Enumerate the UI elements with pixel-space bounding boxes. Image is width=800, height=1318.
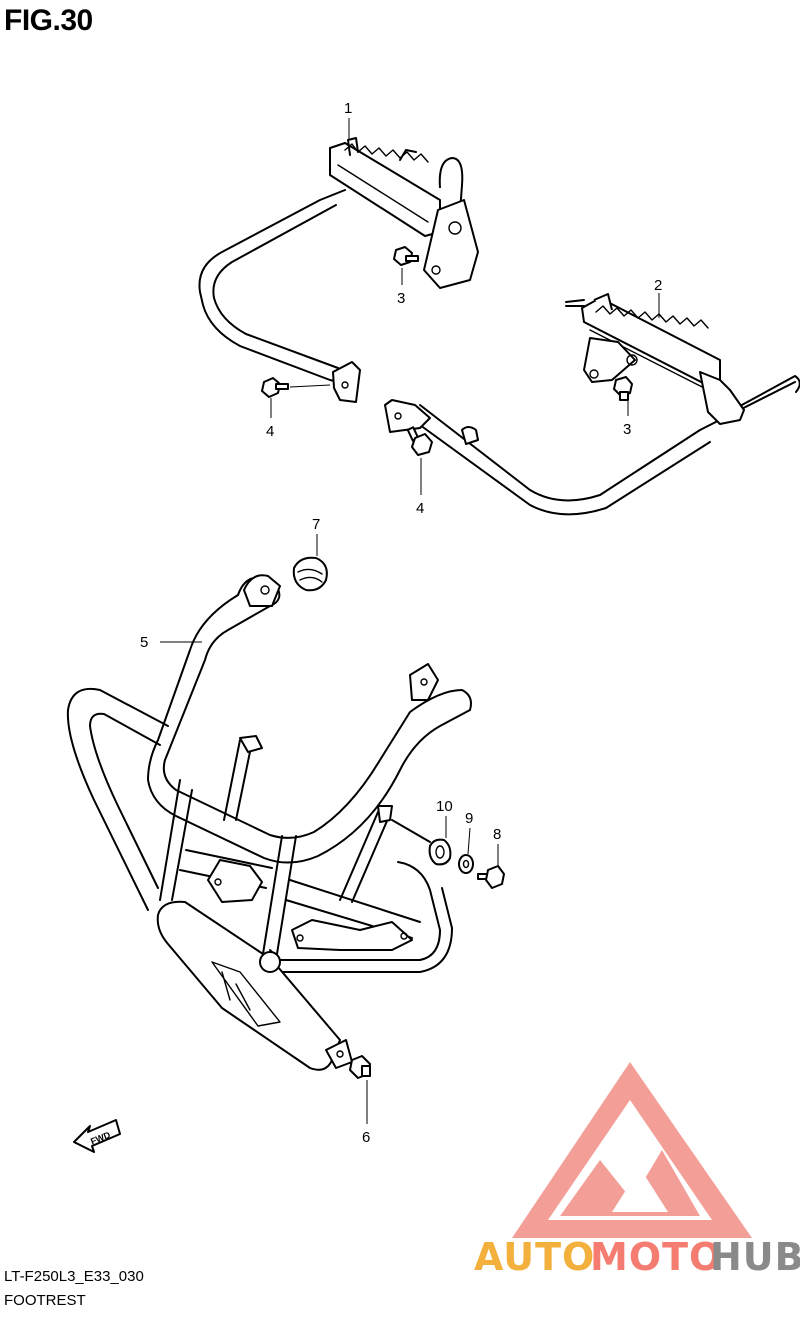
callout-10: 10 xyxy=(436,798,453,815)
callout-5: 5 xyxy=(140,634,148,651)
callout-4a: 4 xyxy=(266,423,274,440)
forward-direction-arrow: FWD xyxy=(73,1119,121,1153)
watermark-hub: HUB xyxy=(710,1235,800,1279)
figure-title: FIG.30 xyxy=(4,4,93,37)
callout-8: 8 xyxy=(493,826,501,843)
callout-9: 9 xyxy=(465,810,473,827)
bolt-4-right xyxy=(406,426,433,456)
leader-9 xyxy=(467,827,471,855)
callout-1: 1 xyxy=(344,100,352,117)
callout-4b: 4 xyxy=(416,500,424,517)
footrest-right-assembly xyxy=(384,293,800,516)
spacer-10 xyxy=(428,838,452,866)
automotohub-logo xyxy=(512,1062,752,1238)
cap-7 xyxy=(292,556,328,592)
callout-6: 6 xyxy=(362,1129,370,1146)
callout-7: 7 xyxy=(312,516,320,533)
bolt-3-right xyxy=(613,376,633,401)
figure-code: LT-F250L3_E33_030 xyxy=(4,1268,144,1285)
watermark-auto: AUTO xyxy=(474,1235,595,1279)
bolt-4-left xyxy=(261,377,289,398)
watermark-moto: MOTO xyxy=(590,1235,722,1279)
callout-3a: 3 xyxy=(397,290,405,307)
leader-4a-h xyxy=(289,384,331,388)
washer-9 xyxy=(458,854,474,874)
bolt-3-left xyxy=(393,246,419,266)
figure-name: FOOTREST xyxy=(4,1292,86,1309)
bolt-6 xyxy=(349,1055,371,1079)
front-bumper-guard xyxy=(66,574,472,1071)
callout-3b: 3 xyxy=(623,421,631,438)
footrest-left-assembly xyxy=(198,137,479,403)
bolt-8 xyxy=(477,865,505,889)
callout-2: 2 xyxy=(654,277,662,294)
automotohub-watermark: AUTO MOTO HUB xyxy=(474,1235,800,1279)
